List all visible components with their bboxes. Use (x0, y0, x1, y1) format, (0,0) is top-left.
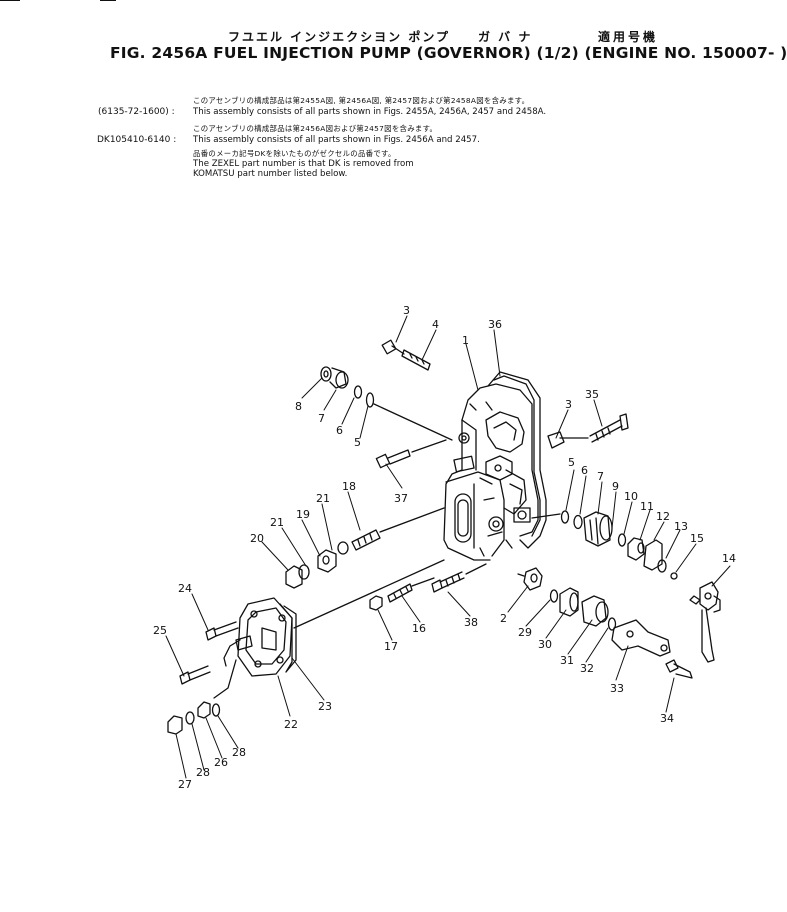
callout-1: 1 (462, 334, 469, 347)
callout-3-top: 3 (403, 304, 410, 317)
callout-6-right: 6 (581, 464, 588, 477)
callout-21-upper: 21 (316, 492, 330, 505)
callout-5-left: 5 (354, 436, 361, 449)
callout-23: 23 (318, 700, 332, 713)
callout-28-lower: 28 (196, 766, 210, 779)
assembly-code-1: (6135-72-1600) : (98, 107, 175, 117)
callout-27: 27 (178, 778, 192, 791)
callout-6-left: 6 (336, 424, 343, 437)
callout-4: 4 (432, 318, 439, 331)
callout-3-right: 3 (565, 398, 572, 411)
note-en-2: This assembly consists of all parts show… (193, 135, 480, 145)
callout-10: 10 (624, 490, 638, 503)
lever-14 (689, 581, 721, 663)
callout-16: 16 (412, 622, 426, 635)
callout-11: 11 (640, 500, 654, 513)
callout-36: 36 (488, 318, 502, 331)
callout-7-right: 7 (597, 470, 604, 483)
adjust-screw-18-and-nuts (285, 507, 445, 589)
note-en-4: KOMATSU part number listed below. (193, 169, 348, 179)
callout-37: 37 (394, 492, 408, 505)
note-jp-3: 品番のメーカ記号DKを除いたものがゼクセルの品番です。 (193, 149, 396, 158)
bolts-24-25 (179, 621, 253, 685)
callout-8: 8 (295, 400, 302, 413)
callout-22: 22 (284, 718, 298, 731)
governor-housing (443, 371, 547, 561)
top-rule-mark (0, 0, 20, 1)
callout-7-left: 7 (318, 412, 325, 425)
callout-24: 24 (178, 582, 192, 595)
stud-16-nut-17 (369, 577, 435, 611)
bracket-33-and-fitting-34 (611, 619, 693, 679)
callout-21-lower: 21 (270, 516, 284, 529)
figure-title: FIG. 2456A FUEL INJECTION PUMP (GOVERNOR… (110, 44, 787, 62)
callout-13: 13 (674, 520, 688, 533)
bolt-35 (547, 413, 629, 449)
top-rule-mark (100, 0, 116, 1)
note-en-3: The ZEXEL part number is that DK is remo… (193, 159, 414, 169)
callout-30: 30 (538, 638, 552, 651)
callout-2: 2 (500, 612, 507, 625)
callout-15: 15 (690, 532, 704, 545)
callout-33: 33 (610, 682, 624, 695)
callout-12: 12 (656, 510, 670, 523)
callout-38: 38 (464, 616, 478, 629)
note-en-1: This assembly consists of all parts show… (193, 107, 547, 117)
callout-31: 31 (560, 654, 574, 667)
nuts-26-27-28 (167, 701, 221, 735)
callout-32: 32 (580, 662, 594, 675)
assembly-code-2: DK105410-6140 : (97, 135, 177, 145)
callout-leader-lines (165, 315, 731, 779)
callout-28-upper: 28 (232, 746, 246, 759)
callout-26: 26 (214, 756, 228, 769)
note-jp-1: このアセンブリの構成部品は第2455A図, 第2456A図, 第2457図および… (193, 96, 530, 105)
callout-numbers: 3 4 36 1 3 35 8 7 6 5 37 18 21 19 21 20 … (153, 304, 736, 791)
lower-fitting-stack-2-29-32 (517, 567, 617, 631)
japanese-applicable-serial-label: 適用号機 (598, 30, 659, 44)
callout-17: 17 (384, 640, 398, 653)
callout-25: 25 (153, 624, 167, 637)
cover-plate-22 (213, 559, 445, 699)
callout-5-right: 5 (568, 456, 575, 469)
japanese-title: フユエル インジエクシヨン ポンプ ガ バ ナ (228, 30, 533, 44)
callout-29: 29 (518, 626, 532, 639)
callout-18: 18 (342, 480, 356, 493)
callout-14: 14 (722, 552, 736, 565)
bolt-3-and-rod-4 (381, 339, 431, 371)
callout-20: 20 (250, 532, 264, 545)
upper-left-fitting-stack (320, 366, 453, 441)
note-jp-2: このアセンブリの構成部品は第2456A図および第2457図を含みます。 (193, 124, 438, 133)
callout-9: 9 (612, 480, 619, 493)
right-side-fitting-stack (531, 510, 678, 580)
callout-19: 19 (296, 508, 310, 521)
callout-34: 34 (660, 712, 674, 725)
bolt-38 (431, 563, 487, 593)
bolt-37 (375, 439, 447, 469)
callout-35: 35 (585, 388, 599, 401)
